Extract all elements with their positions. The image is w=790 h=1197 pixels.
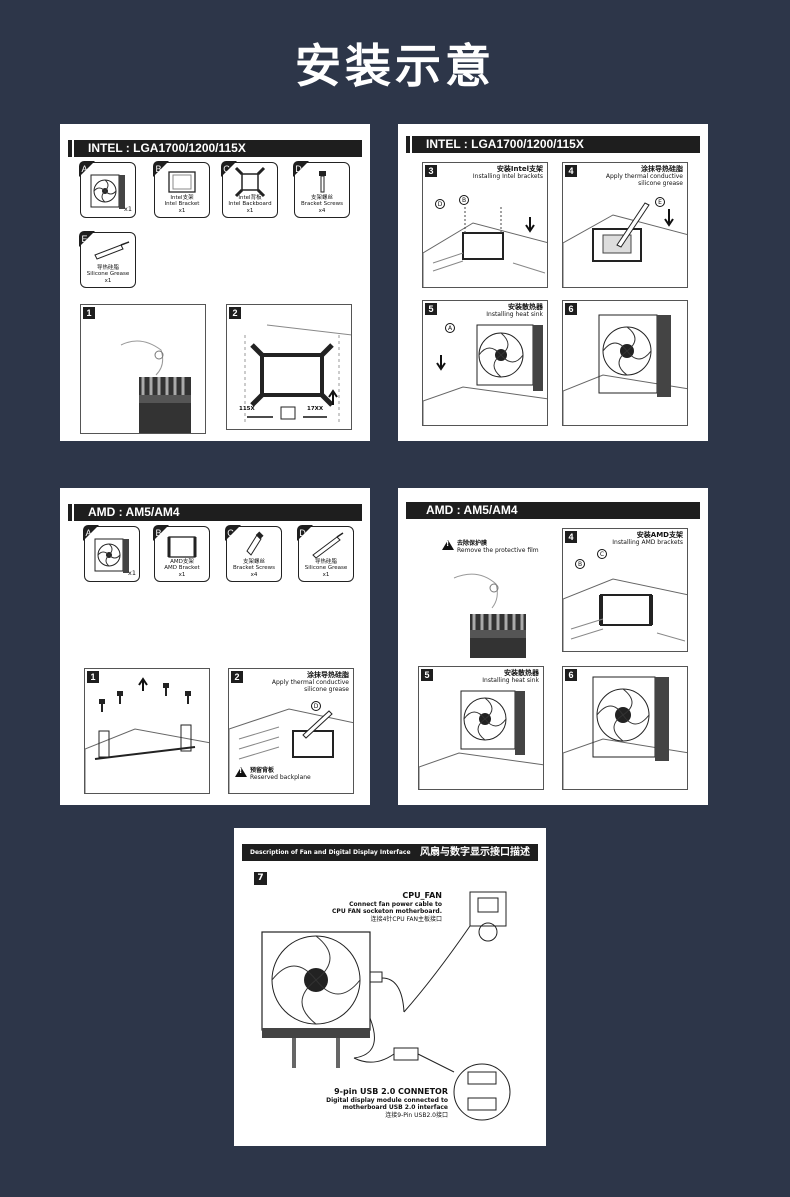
step-7-number: 7 bbox=[254, 872, 267, 885]
warning-icon bbox=[235, 767, 247, 777]
remove-brackets-illustration bbox=[85, 677, 209, 793]
intel-step-5: 5 安装散热器 Installing heat sink A bbox=[422, 300, 548, 426]
amd-step-6: 6 bbox=[562, 666, 688, 790]
intel-step-4: 4 涂抹导热硅脂 Apply thermal conductive silico… bbox=[562, 162, 688, 288]
label-115x: 115X bbox=[239, 406, 255, 412]
marker-a: A bbox=[445, 323, 455, 333]
warning-icon bbox=[442, 540, 454, 550]
reserved-backplane-warning: 预留背板 Reserved backplane bbox=[235, 767, 311, 781]
intel-parts-panel: INTEL : LGA1700/1200/115X A x1 B Intel支架… bbox=[60, 124, 370, 441]
cpu-fan-description: CPU_FAN Connect fan power cable to CPU F… bbox=[332, 891, 442, 923]
marker-b: B bbox=[459, 195, 469, 205]
part-b-intel-bracket: B Intel支架 Intel Bracket x1 bbox=[153, 161, 210, 218]
installed-cooler-illustration bbox=[563, 314, 687, 425]
screw-icon bbox=[246, 531, 264, 556]
label-17xx: 17XX bbox=[307, 406, 324, 412]
amd-parts-panel: AMD : AM5/AM4 A x1 B AMD支架 AMD Bracket x… bbox=[60, 488, 370, 805]
page-title: 安装示意 bbox=[295, 39, 495, 93]
part-c-intel-backboard: C Intel背板 Intel Backboard x1 bbox=[221, 161, 278, 218]
intel-parts-header: INTEL : LGA1700/1200/115X bbox=[68, 140, 362, 157]
amd-bracket-install-illustration bbox=[563, 578, 687, 651]
backboard-icon bbox=[234, 166, 266, 198]
amd-step-2: 2 涂抹导热硅脂 Apply thermal conductive silico… bbox=[228, 668, 354, 794]
part-d-bracket-screws: D 支架螺丝 Bracket Screws x4 bbox=[293, 161, 350, 218]
hand-removing-film-illustration bbox=[120, 340, 191, 433]
amd-part-d-silicone-grease: D 导热硅脂 Silicone Grease x1 bbox=[297, 525, 354, 582]
intel-step-2: 2 115X 17XX bbox=[226, 304, 352, 430]
bracket-icon bbox=[168, 171, 196, 193]
amd-heatsink-install-illustration bbox=[419, 690, 543, 789]
intel-step-1: 1 bbox=[80, 304, 206, 434]
amd-part-b-bracket: B AMD支架 AMD Bracket x1 bbox=[153, 525, 210, 582]
marker-d: D bbox=[435, 199, 445, 209]
apply-grease-illustration bbox=[563, 202, 687, 287]
amd-apply-grease-illustration bbox=[229, 708, 353, 793]
intel-step-6: 6 bbox=[562, 300, 688, 426]
amd-install-header: AMD : AM5/AM4 bbox=[406, 502, 700, 519]
amd-install-panel: AMD : AM5/AM4 去除保护膜 Remove the protectiv… bbox=[398, 488, 708, 805]
amd-step-5: 5 安装散热器 Installing heat sink bbox=[418, 666, 544, 790]
heatsink-install-illustration bbox=[423, 324, 547, 425]
intel-install-header: INTEL : LGA1700/1200/115X bbox=[406, 136, 700, 153]
amd-part-c-bracket-screws: C 支架螺丝 Bracket Screws x4 bbox=[225, 525, 282, 582]
amd-parts-header: AMD : AM5/AM4 bbox=[68, 504, 362, 521]
amd-installed-cooler-illustration bbox=[563, 676, 687, 789]
marker-e: E bbox=[655, 197, 665, 207]
amd-part-a-cooler: A x1 bbox=[83, 525, 140, 582]
marker-d: D bbox=[311, 701, 321, 711]
fan-wiring-illustration bbox=[261, 891, 511, 1121]
part-a-cooler: A x1 bbox=[79, 161, 136, 218]
grease-syringe-icon bbox=[312, 532, 344, 559]
cooler-icon bbox=[90, 174, 125, 209]
backplate-install-illustration bbox=[244, 324, 351, 425]
fan-display-header: Description of Fan and Digital Display I… bbox=[242, 844, 538, 861]
marker-c: C bbox=[597, 549, 607, 559]
motherboard-bracket-illustration bbox=[423, 207, 547, 287]
amd-step-1: 1 bbox=[84, 668, 210, 794]
marker-b: B bbox=[575, 559, 585, 569]
screw-icon bbox=[319, 171, 326, 193]
usb-connector-description: 9-pin USB 2.0 CONNETOR Digital display m… bbox=[326, 1087, 448, 1119]
hand-removing-film-illustration bbox=[453, 573, 526, 658]
amd-step-4: 4 安装AMD支架 Installing AMD brackets C B bbox=[562, 528, 688, 652]
amd-bracket-icon bbox=[167, 536, 197, 558]
fan-display-panel: Description of Fan and Digital Display I… bbox=[234, 828, 546, 1146]
remove-film-warning: 去除保护膜 Remove the protective film bbox=[442, 540, 539, 554]
grease-syringe-icon bbox=[94, 241, 130, 260]
intel-install-panel: INTEL : LGA1700/1200/115X 3 安装Intel支架 In… bbox=[398, 124, 708, 441]
intel-step-3: 3 安装Intel支架 Installing Intel brackets D … bbox=[422, 162, 548, 288]
part-e-silicone-grease: E 导热硅脂 Silicone Grease x1 bbox=[79, 231, 136, 288]
cooler-icon bbox=[94, 538, 129, 573]
